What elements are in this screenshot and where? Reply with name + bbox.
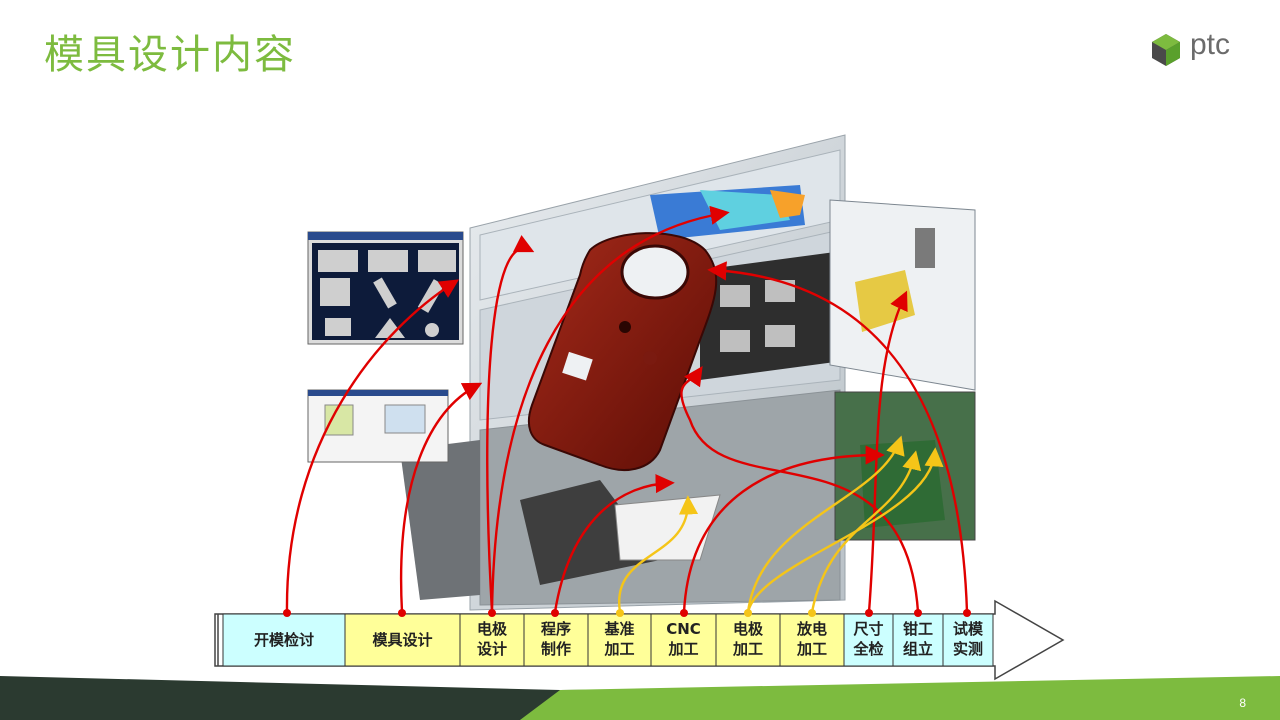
red-flow-arrows	[285, 205, 969, 613]
process-step-box	[715, 613, 781, 667]
arrow-origin-dot	[551, 609, 559, 617]
process-step-box	[344, 613, 461, 667]
footer-band	[0, 676, 1280, 720]
process-step-box	[523, 613, 589, 667]
process-step-label: 试模	[953, 620, 984, 638]
process-step-label: 制作	[541, 640, 571, 658]
process-step-label: 组立	[903, 640, 933, 658]
process-step-label: 电极	[733, 620, 764, 638]
page-title: 模具设计内容	[44, 32, 296, 78]
process-step-label: 开模检讨	[254, 631, 314, 649]
process-step-label: 基准	[603, 620, 634, 638]
process-step-label: 加工	[732, 640, 763, 658]
process-step-label: 放电	[796, 620, 827, 638]
process-step-label: 加工	[667, 640, 698, 658]
arrow-origin-dot	[744, 609, 752, 617]
process-step-label: CNC	[666, 620, 701, 638]
ptc-logo-text: ptc	[1190, 28, 1231, 61]
process-step-label: 加工	[796, 640, 827, 658]
process-step-box	[650, 613, 717, 667]
arrow-origin-dot	[914, 609, 922, 617]
process-step-label: 实测	[953, 640, 983, 658]
arrow-origin-dot	[963, 609, 971, 617]
process-step-label: 全检	[852, 640, 883, 658]
arrow-origin-dot	[808, 609, 816, 617]
process-step-box	[942, 613, 994, 667]
arrow-origin-dot	[488, 609, 496, 617]
process-step-label: 模具设计	[372, 631, 432, 649]
arrow-origin-dot	[865, 609, 873, 617]
process-step-label: 电极	[477, 620, 508, 638]
assembly-view-window	[307, 389, 449, 463]
process-step-label: 钳工	[903, 620, 933, 638]
process-step-label: 尺寸	[853, 620, 883, 638]
arrow-origin-dot	[398, 609, 406, 617]
part-library-window	[307, 231, 464, 345]
process-step-box	[587, 613, 652, 667]
process-step-label: 加工	[603, 640, 634, 658]
arrow-origin-dot	[283, 609, 291, 617]
product-part-3d-model	[527, 232, 718, 471]
arrow-origin-dot	[680, 609, 688, 617]
ptc-logo-icon	[1152, 34, 1180, 66]
process-step-label: 程序	[541, 620, 571, 638]
process-step-box	[779, 613, 845, 667]
process-step-label: 设计	[477, 640, 507, 658]
page-number: 8	[1239, 696, 1246, 710]
yellow-flow-arrows	[617, 435, 944, 613]
arrow-origin-dot	[616, 609, 624, 617]
process-step-box	[843, 613, 894, 667]
